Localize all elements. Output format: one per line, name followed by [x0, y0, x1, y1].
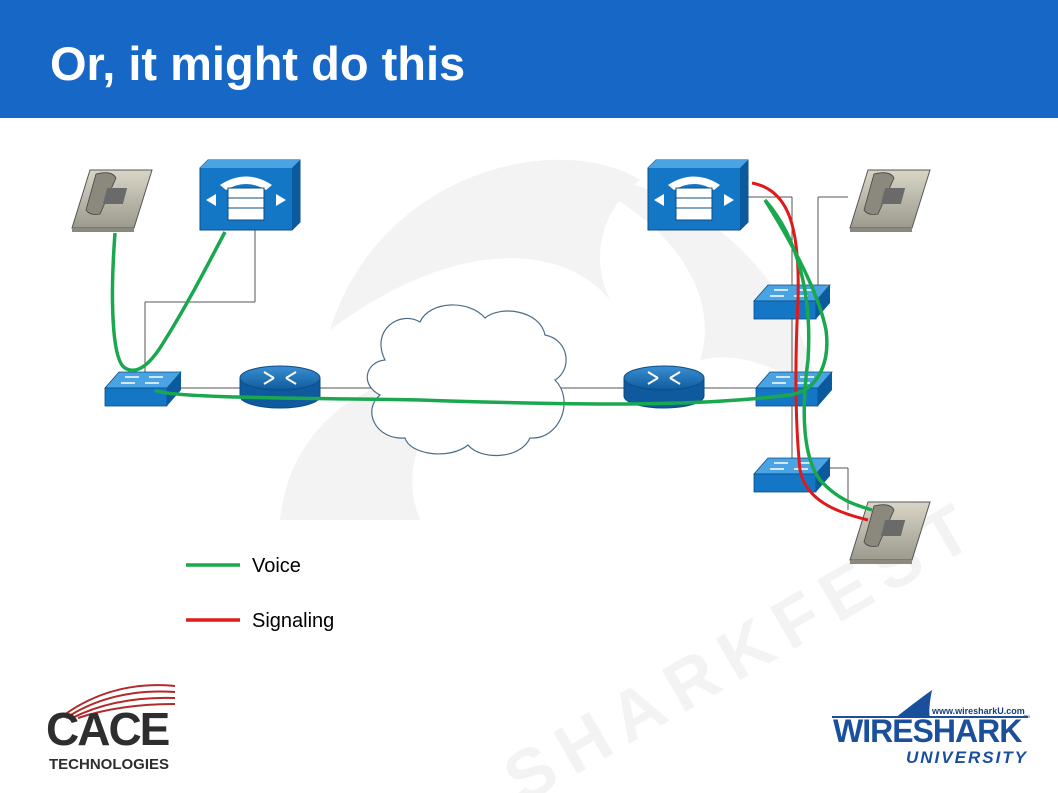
voice-paths [110, 198, 873, 512]
cace-logo-sub: TECHNOLOGIES [49, 756, 170, 773]
wan-cloud [366, 304, 567, 456]
title-bar [0, 0, 1058, 118]
call-manager-right-icon [647, 159, 749, 231]
wireshark-url: www.wiresharkU.com [932, 706, 1025, 716]
router-right-icon [623, 365, 705, 409]
wireshark-fin-icon [832, 690, 1028, 718]
call-manager-left-icon [199, 159, 301, 231]
wireshark-tm: ™ [1023, 715, 1030, 722]
signaling-path [751, 181, 869, 522]
wireshark-logo-word: WIRESHARK [833, 713, 1022, 749]
phone-a-icon [71, 169, 153, 232]
network-diagram: SHARKFEST [59, 159, 1028, 793]
router-left-icon [239, 365, 321, 409]
wireshark-logo-sub: UNIVERSITY [906, 748, 1029, 767]
slide-title: Or, it might do this [50, 37, 466, 90]
switch-left-icon [104, 371, 182, 407]
cace-logo-word: CACE [46, 703, 170, 755]
phone-c-icon [849, 501, 931, 564]
legend-voice-label: Voice [252, 555, 301, 577]
switch-right-middle-icon [755, 371, 833, 407]
legend-signaling-label: Signaling [252, 610, 335, 632]
phone-b-icon [849, 169, 931, 232]
cace-swoosh-icon [59, 684, 176, 719]
sharkfest-watermark: SHARKFEST [280, 159, 994, 793]
